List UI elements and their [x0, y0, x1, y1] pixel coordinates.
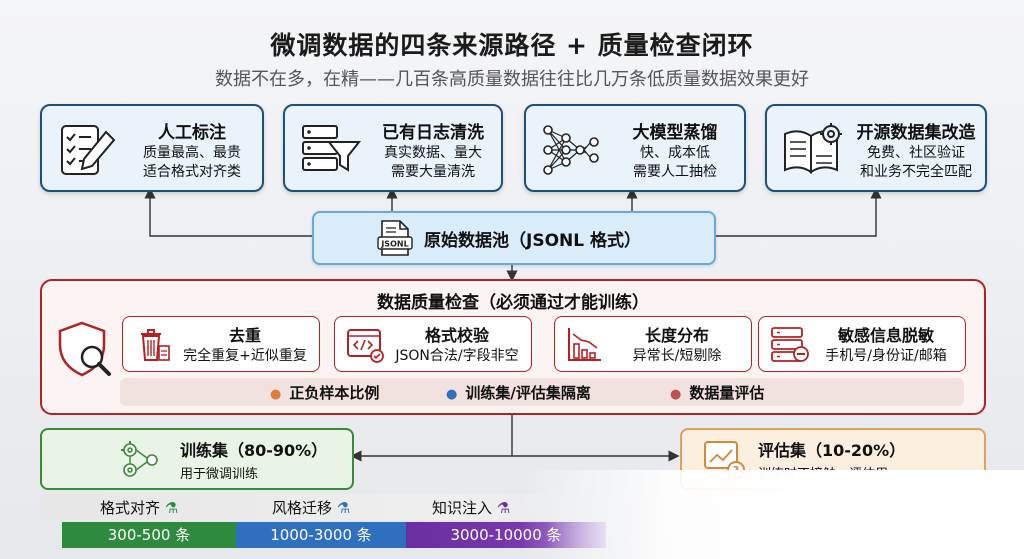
check-title: 格式校验: [424, 326, 489, 345]
training-set-title: 训练集（80-90%）: [180, 441, 328, 460]
check-desc: JSON合法/字段非空: [395, 348, 519, 364]
check-desc: 异常长/短剔除: [632, 348, 722, 364]
source-title: 已有日志清洗: [382, 123, 484, 143]
check-dedup: 去重 完全重复+近似重复: [122, 316, 320, 372]
volume-label: 知识注入 ⚗: [432, 499, 511, 517]
pool-label: 原始数据池（JSONL 格式）: [424, 231, 641, 251]
source-desc: 快、成本低需要人工抽检: [633, 145, 717, 180]
check-desc: 手机号/身份证/邮箱: [825, 348, 947, 364]
volume-label: 风格迁移 ⚗: [272, 499, 351, 517]
raw-data-pool: JSONL 原始数据池（JSONL 格式）: [312, 211, 716, 265]
extra-checks-bar: ●正负样本比例 ●训练集/评估集隔离 ●数据量评估: [120, 378, 964, 406]
bullet-dot-icon: ●: [446, 387, 458, 402]
trash-icon: [141, 329, 170, 361]
extra-check-item: ●正负样本比例: [270, 384, 380, 402]
neural-network-icon: [543, 125, 599, 175]
bullet-dot-icon: ●: [270, 387, 282, 402]
server-minus-icon: [771, 327, 809, 362]
quality-check-panel: 数据质量检查（必须通过才能训练） 去重 完全重复+近似重复 格式校验 JSON合…: [40, 279, 986, 415]
annotation-checklist-pen-icon: [61, 125, 116, 175]
check-title: 长度分布: [644, 326, 709, 345]
training-set-box: 训练集（80-90%） 用于微调训练: [40, 428, 354, 490]
code-check-icon: [347, 329, 384, 363]
extra-check-item: ●数据量评估: [670, 384, 765, 402]
check-desc: 完全重复+近似重复: [183, 348, 307, 364]
source-title: 开源数据集改造: [856, 123, 976, 143]
gear-network-icon: [121, 441, 158, 477]
eval-set-title: 评估集（10-20%）: [758, 441, 906, 460]
page-title: 微调数据的四条来源路径 + 质量检查闭环: [270, 31, 754, 60]
check-desensitize: 敏感信息脱敏 手机号/身份证/邮箱: [758, 316, 966, 372]
volume-count-style: 1000-3000 条: [236, 522, 406, 548]
flask-icon: ⚗: [336, 499, 351, 517]
training-set-desc: 用于微调训练: [180, 467, 259, 482]
page-subtitle: 数据不在多，在精——几百条高质量数据往往比几万条低质量数据效果更好: [215, 69, 809, 90]
check-title: 敏感信息脱敏: [837, 326, 934, 345]
server-funnel-icon: [302, 125, 362, 172]
bar-chart-icon: [568, 328, 601, 361]
volume-label: 格式对齐 ⚗: [100, 499, 179, 517]
source-title: 大模型蒸馏: [632, 123, 718, 143]
volume-labels-row: 格式对齐 ⚗ 风格迁移 ⚗ 知识注入 ⚗: [40, 494, 600, 520]
jsonl-file-icon: JSONL: [377, 220, 413, 256]
source-card-llm-distillation: 大模型蒸馏 快、成本低需要人工抽检: [524, 104, 746, 192]
flask-icon: ⚗: [496, 499, 511, 517]
source-card-manual-annotation: 人工标注 质量最高、最贵适合格式对齐类: [40, 104, 264, 192]
source-card-open-dataset: 开源数据集改造 免费、社区验证和业务不完全匹配: [765, 104, 987, 192]
book-gear-icon: [784, 123, 842, 174]
check-length: 长度分布 异常长/短剔除: [554, 316, 752, 372]
extra-check-item: ●训练集/评估集隔离: [446, 384, 591, 402]
check-title: 去重: [228, 326, 261, 345]
check-format: 格式校验 JSON合法/字段非空: [334, 316, 532, 372]
flask-icon: ⚗: [164, 499, 179, 517]
eval-chart-question-icon: ?: [704, 441, 745, 479]
bullet-dot-icon: ●: [670, 387, 682, 402]
volume-count-format: 300-500 条: [62, 522, 236, 548]
source-desc: 真实数据、量大需要大量清洗: [384, 145, 482, 180]
source-desc: 免费、社区验证和业务不完全匹配: [860, 145, 972, 180]
quality-check-title: 数据质量检查（必须通过才能训练）: [377, 293, 649, 313]
volume-bars-row: 300-500 条 1000-3000 条 3000-10000 条: [62, 522, 622, 548]
source-title: 人工标注: [158, 123, 226, 143]
source-card-log-cleaning: 已有日志清洗 真实数据、量大需要大量清洗: [283, 104, 503, 192]
jsonl-icon-label: JSONL: [380, 240, 408, 249]
source-desc: 质量最高、最贵适合格式对齐类: [143, 145, 241, 180]
bottom-right-fade: [520, 470, 1024, 559]
shield-magnifier-icon: [58, 321, 111, 377]
